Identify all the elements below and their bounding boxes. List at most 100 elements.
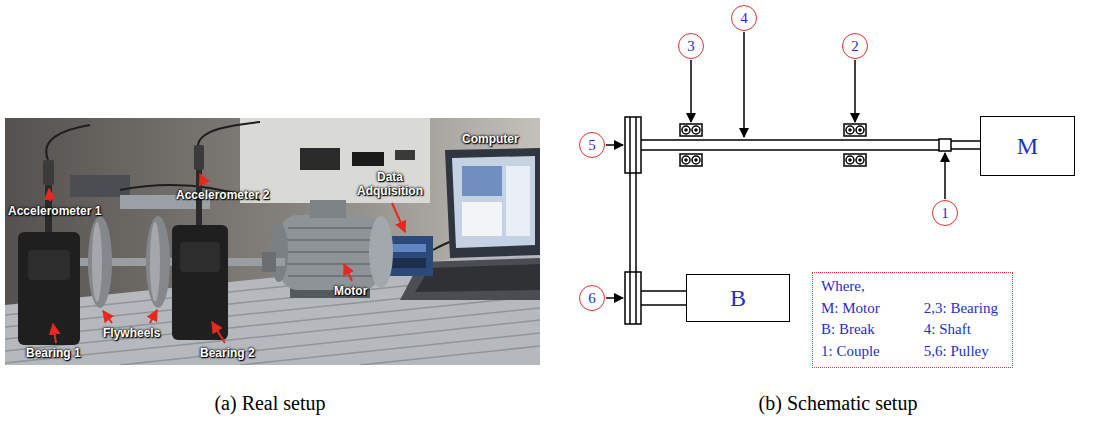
laptop-computer bbox=[506, 166, 530, 236]
aluminium-table bbox=[360, 346, 540, 365]
bearing-symbol bbox=[859, 159, 861, 161]
belt-symbol bbox=[629, 173, 631, 272]
bearing-symbol bbox=[692, 126, 700, 134]
control-cabinet bbox=[395, 150, 415, 160]
callout-number: 4 bbox=[740, 11, 748, 26]
shaft-symbol bbox=[641, 304, 686, 306]
bearing-symbol bbox=[680, 124, 702, 136]
laptop-computer bbox=[452, 156, 535, 248]
pulley-symbol bbox=[625, 117, 641, 324]
bearing-picture bbox=[180, 242, 220, 272]
component-letter: B bbox=[730, 285, 746, 311]
callout-circle: 3 bbox=[678, 33, 704, 59]
pointer-arrow bbox=[743, 32, 745, 137]
motor-picture bbox=[310, 200, 346, 218]
part-label: Computer bbox=[462, 132, 519, 146]
belt-symbol bbox=[630, 173, 636, 272]
subfigure-caption: (b) Schematic setup bbox=[759, 392, 918, 415]
shaft-symbol bbox=[641, 290, 686, 292]
bearing-symbol bbox=[846, 156, 854, 164]
cables bbox=[46, 125, 90, 160]
component-box: B bbox=[686, 274, 790, 322]
subfigure-caption: (a) Real setup bbox=[214, 392, 325, 415]
motor-picture bbox=[286, 251, 374, 253]
bearing-symbol bbox=[856, 126, 864, 134]
bearing-symbol bbox=[695, 129, 697, 131]
bearing-symbol bbox=[849, 159, 851, 161]
flywheel-picture bbox=[146, 216, 170, 308]
shaft-symbol bbox=[641, 139, 939, 141]
aluminium-table bbox=[240, 333, 540, 365]
part-label: Data Adquisition bbox=[352, 170, 428, 199]
part-label: Bearing 2 bbox=[200, 346, 255, 360]
callout-number: 1 bbox=[941, 206, 949, 221]
bearing-picture bbox=[172, 225, 228, 340]
key-entry: 5,6: Pulley bbox=[924, 342, 998, 362]
bearing-picture bbox=[18, 225, 228, 345]
accelerometer-picture bbox=[43, 160, 54, 185]
motor-picture bbox=[286, 228, 374, 276]
data-acquisition-box bbox=[392, 258, 426, 268]
bearing-symbol bbox=[680, 154, 702, 166]
pointer-arrow bbox=[606, 144, 623, 146]
bearing-symbol bbox=[680, 124, 866, 166]
callout-circle: 1 bbox=[932, 200, 958, 226]
callout-number: 3 bbox=[687, 39, 695, 54]
component-letter: M bbox=[1017, 133, 1038, 159]
setup-photo bbox=[5, 118, 540, 365]
callout-number: 6 bbox=[588, 291, 596, 306]
bearing-symbol bbox=[685, 159, 687, 161]
data-acquisition-box bbox=[392, 244, 426, 252]
motor-picture bbox=[270, 200, 393, 298]
part-label: Accelerometer 2 bbox=[176, 188, 269, 202]
key-entry: Where, bbox=[821, 277, 998, 297]
leader-arrow bbox=[103, 311, 112, 323]
leader-arrow bbox=[53, 324, 56, 343]
bearing-symbol bbox=[682, 156, 690, 164]
leader-arrow bbox=[150, 310, 157, 323]
coupling-symbol bbox=[939, 139, 951, 151]
pulley-symbol bbox=[635, 272, 637, 324]
shaft-symbol bbox=[951, 148, 980, 150]
pulley-symbol bbox=[629, 272, 631, 324]
pointer-arrow bbox=[606, 32, 945, 298]
leader-arrow bbox=[344, 264, 352, 281]
bearing-symbol bbox=[859, 129, 861, 131]
flywheel-picture bbox=[92, 222, 102, 302]
bearing-picture bbox=[28, 250, 70, 280]
pointer-arrow bbox=[606, 297, 623, 299]
component-box: M bbox=[980, 116, 1075, 176]
bearing-symbol bbox=[695, 159, 697, 161]
key-entry: M: Motor bbox=[821, 299, 880, 319]
cables bbox=[46, 122, 480, 250]
bearing-symbol bbox=[685, 129, 687, 131]
part-label: Motor bbox=[334, 284, 367, 298]
leader-arrow bbox=[392, 203, 405, 232]
pointer-arrow bbox=[944, 153, 946, 199]
flywheel-picture bbox=[88, 216, 112, 308]
laptop-computer bbox=[400, 148, 540, 300]
leader-arrow bbox=[49, 189, 50, 201]
leader-arrow bbox=[200, 174, 205, 185]
pulley-symbol bbox=[625, 272, 641, 324]
pneumatic-unit bbox=[70, 175, 130, 197]
aluminium-table bbox=[5, 250, 540, 365]
leader-arrow bbox=[212, 322, 225, 343]
callout-circle: 4 bbox=[731, 5, 757, 31]
callout-circle: 2 bbox=[842, 33, 868, 59]
cables bbox=[198, 122, 260, 145]
laptop-computer bbox=[462, 166, 502, 196]
control-cabinet bbox=[300, 148, 340, 170]
aluminium-table bbox=[5, 296, 540, 351]
key-entry: 4: Shaft bbox=[924, 320, 998, 340]
part-label: Bearing 1 bbox=[26, 346, 81, 360]
control-cabinet bbox=[352, 152, 384, 166]
part-label: Accelerometer 1 bbox=[8, 204, 101, 218]
aluminium-table bbox=[5, 250, 540, 365]
pulley-symbol bbox=[635, 117, 637, 173]
shaft-symbol bbox=[951, 140, 980, 142]
flywheel-picture bbox=[88, 216, 170, 308]
key-entry: 1: Couple bbox=[821, 342, 880, 362]
